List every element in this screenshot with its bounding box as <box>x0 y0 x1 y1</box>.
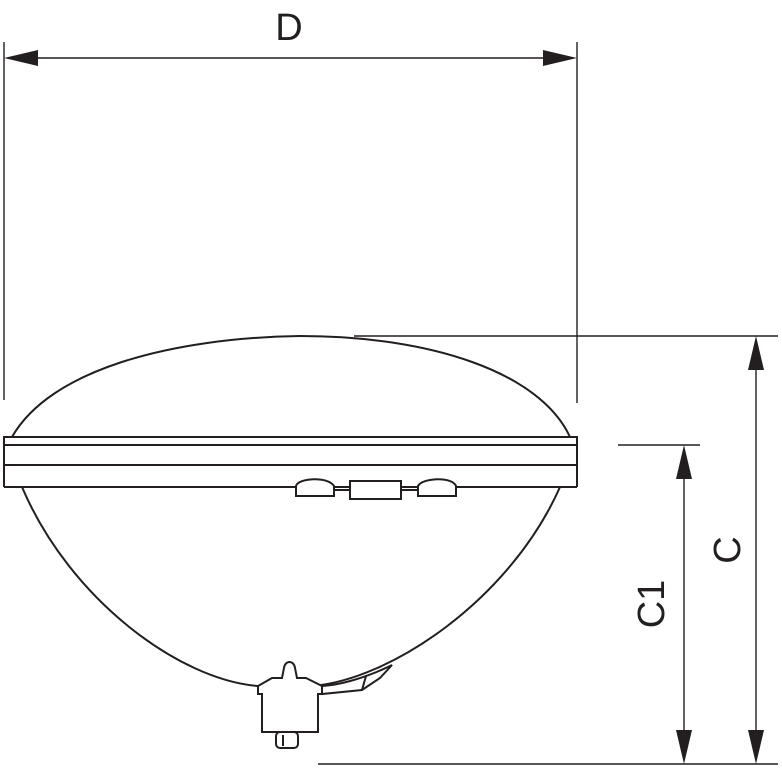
arrow-down-c1-icon <box>676 730 692 764</box>
arrow-up-c-icon <box>748 336 764 370</box>
dimension-c: C <box>318 335 778 765</box>
dimension-d: D <box>3 7 578 403</box>
arrow-up-c1-icon <box>676 445 692 479</box>
label-d: D <box>275 7 302 49</box>
rim-band <box>3 436 578 446</box>
rim-ring <box>3 444 578 466</box>
reflector-bowl <box>21 486 561 687</box>
label-c: C <box>707 536 749 563</box>
arrow-right-icon <box>543 50 577 66</box>
rim-label-plate <box>349 480 402 500</box>
base-neck-right <box>316 664 393 696</box>
arrow-down-c-icon <box>748 730 764 764</box>
base-neck-detail <box>361 675 367 691</box>
label-c1: C1 <box>631 580 673 629</box>
rim-lug-left <box>295 478 335 497</box>
arrow-left-icon <box>4 50 38 66</box>
lamp-outline <box>3 334 578 749</box>
base-terminal <box>257 661 323 733</box>
base-pin <box>275 731 299 749</box>
rim-lug-right <box>417 478 457 497</box>
lens-dome <box>10 334 572 438</box>
dimension-c1: C1 <box>618 444 700 764</box>
